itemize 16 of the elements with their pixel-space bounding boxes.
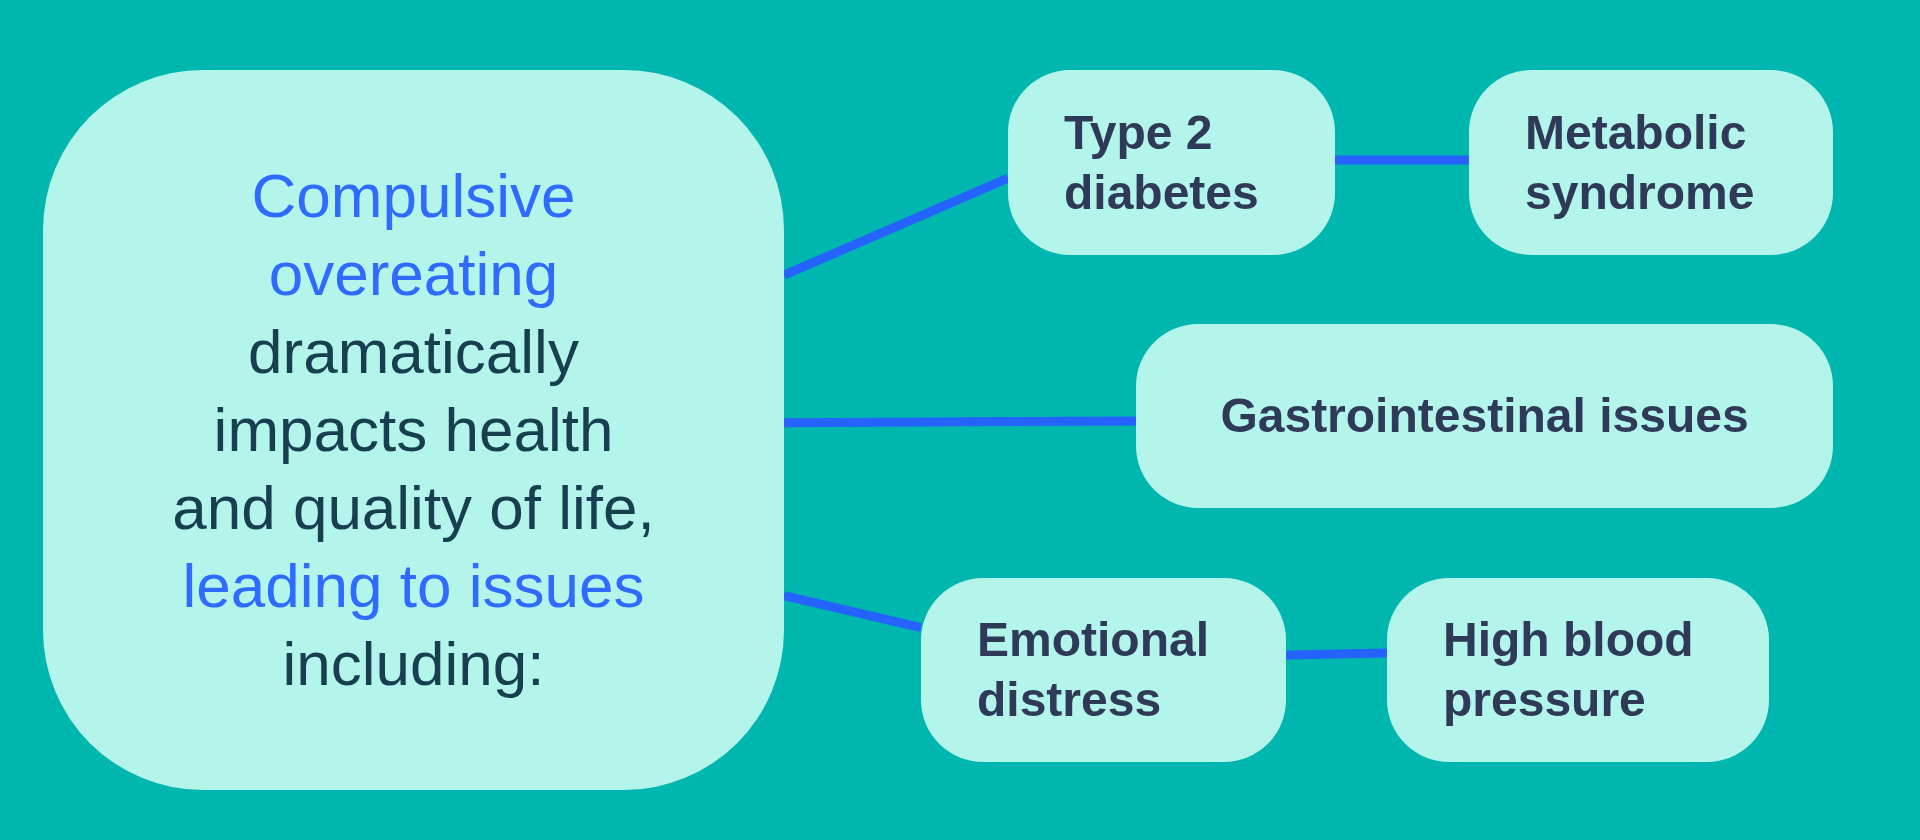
issue-card bbox=[1008, 70, 1335, 255]
issue-card bbox=[1469, 70, 1833, 255]
connector-line bbox=[1335, 155, 1469, 165]
issue-label: Emotional distress bbox=[977, 612, 1210, 728]
issue-label: Metabolic syndrome bbox=[1525, 104, 1756, 221]
connector-line bbox=[782, 173, 1010, 280]
topic-sentence: Compulsive overeating dramatically impacts health and quality of life, leading to issues including: bbox=[171, 160, 656, 700]
issue-card bbox=[1136, 324, 1833, 508]
connector-line bbox=[783, 416, 1137, 428]
issue-label: Type 2 diabetes bbox=[1064, 104, 1260, 221]
issue-label: High blood pressure bbox=[1443, 612, 1695, 728]
issue-card bbox=[1387, 578, 1769, 762]
issue-card bbox=[921, 578, 1286, 762]
connector-line bbox=[782, 591, 923, 633]
issue-label: Gastrointestinal issues bbox=[1220, 388, 1749, 444]
central-topic-card bbox=[43, 70, 784, 790]
